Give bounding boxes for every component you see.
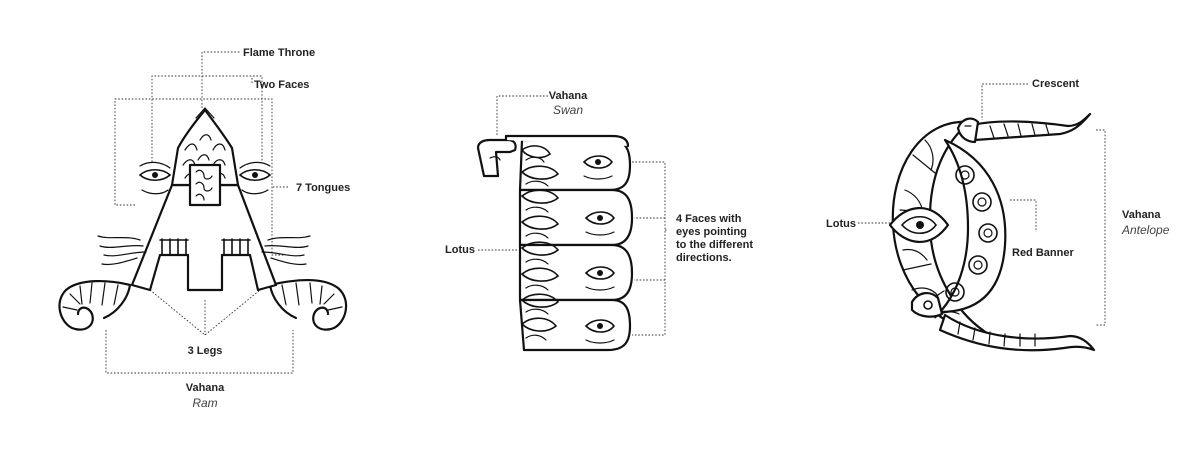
face-stack [504,134,634,352]
label-lotus: Lotus [826,218,856,230]
antelope-horn-bottom [938,313,1096,352]
face-panel-2 [518,188,634,247]
antelope-horn-top [966,112,1092,142]
label-faces-line-3: to the different [676,239,753,251]
red-banner [938,138,1007,314]
face-right [238,161,272,195]
figure-crescent: Crescent Lotus Red Banner Vahana Antelop… [826,78,1170,352]
label-red-banner: Red Banner [1012,247,1074,259]
banner-rings [945,165,998,302]
figure-swan: Vahana Swan Lotus 4 Faces with eyes poin… [445,90,753,352]
label-flame-throne: Flame Throne [243,47,315,59]
face-panel-4 [518,298,632,352]
ram-horn-left [58,279,132,331]
antelope-snout [910,292,944,318]
figure-2-leaders [478,95,668,336]
lotus-petals [520,145,560,341]
face-panel-3 [518,243,634,302]
label-vahana-animal: Antelope [1121,223,1170,237]
eye-1 [582,155,614,180]
face-left [138,161,172,195]
label-faces-line-4: directions. [676,252,732,264]
label-vahana: Vahana [549,90,588,102]
label-two-faces: Two Faces [254,79,309,91]
figure-1-leaders [105,51,294,374]
label-seven-tongues: 7 Tongues [296,182,350,194]
label-vahana: Vahana [186,382,225,394]
agni-hair-left [97,235,147,266]
face-panel-1 [518,138,632,192]
agni-central-pillar [188,163,222,207]
label-vahana-animal: Swan [553,103,583,117]
label-faces-line-2: eyes pointing [676,226,747,238]
eye-3 [584,266,616,291]
eye-4 [584,319,616,344]
ram-horn-right [268,279,348,331]
lotus-eye [888,207,950,243]
label-three-legs: 3 Legs [188,345,223,357]
agni-hair-right [261,235,311,266]
label-vahana: Vahana [1122,209,1161,221]
antelope-head [956,117,980,144]
label-faces-line-1: 4 Faces with [676,213,742,225]
swan-head [476,138,517,178]
eye-2 [584,211,616,236]
flame-throne [170,108,240,187]
label-vahana-animal: Ram [192,396,217,410]
label-lotus: Lotus [445,244,475,256]
figure-agni: Flame Throne Two Faces 7 Tongues 3 Legs … [58,47,350,410]
agni-body [130,183,278,292]
figure-3-leaders [858,83,1106,326]
label-crescent: Crescent [1032,78,1079,90]
